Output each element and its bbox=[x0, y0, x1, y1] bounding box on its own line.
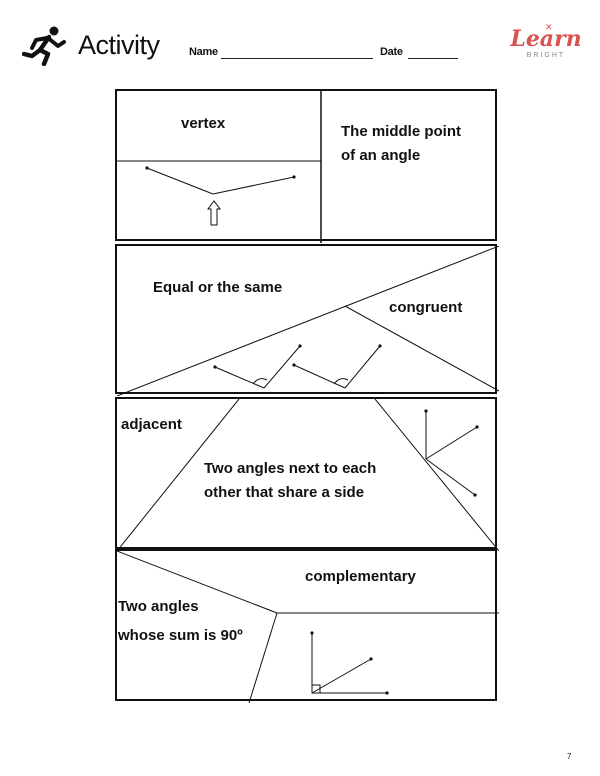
card-complementary: complementary Two angles whose sum is 90… bbox=[115, 549, 499, 703]
name-field[interactable] bbox=[221, 58, 373, 59]
term-vertex: vertex bbox=[181, 115, 226, 132]
logo-main-text: Learn bbox=[510, 26, 582, 52]
term-complementary: complementary bbox=[305, 568, 416, 585]
card-congruent: Equal or the same congruent bbox=[115, 244, 499, 396]
card-adjacent: adjacent Two angles next to each other t… bbox=[115, 397, 499, 551]
date-label: Date bbox=[380, 46, 403, 58]
complementary-diagram bbox=[117, 551, 499, 703]
vertex-diagram bbox=[117, 91, 322, 243]
up-arrow-icon bbox=[207, 200, 221, 226]
page-number: 7 bbox=[567, 752, 572, 761]
right-angle-marker-icon bbox=[311, 684, 321, 694]
adjacent-diagram bbox=[117, 399, 499, 551]
logo-sub-text: BRIGHT bbox=[526, 52, 566, 59]
definition-vertex: The middle point of an angle bbox=[341, 123, 461, 164]
card-vertex: vertex The middle point of an angle bbox=[115, 89, 497, 243]
page-header: Activity Name Date ✕ Learn BRIGHT bbox=[0, 0, 600, 80]
definition-complementary-line2: whose sum is 90º bbox=[118, 627, 243, 644]
congruent-diagram bbox=[117, 246, 499, 396]
running-person-icon bbox=[22, 26, 66, 66]
term-congruent: congruent bbox=[389, 299, 463, 316]
date-field[interactable] bbox=[408, 58, 458, 59]
definition-complementary-line1: Two angles bbox=[118, 598, 199, 615]
definition-congruent: Equal or the same bbox=[153, 279, 283, 296]
activity-title: Activity bbox=[78, 30, 160, 60]
logo-mark-icon: ✕ bbox=[545, 22, 553, 32]
term-adjacent: adjacent bbox=[121, 416, 182, 433]
definition-adjacent: Two angles next to each other that share… bbox=[204, 460, 377, 501]
name-label: Name bbox=[189, 46, 218, 58]
learn-bright-logo: ✕ Learn BRIGHT bbox=[510, 22, 582, 68]
